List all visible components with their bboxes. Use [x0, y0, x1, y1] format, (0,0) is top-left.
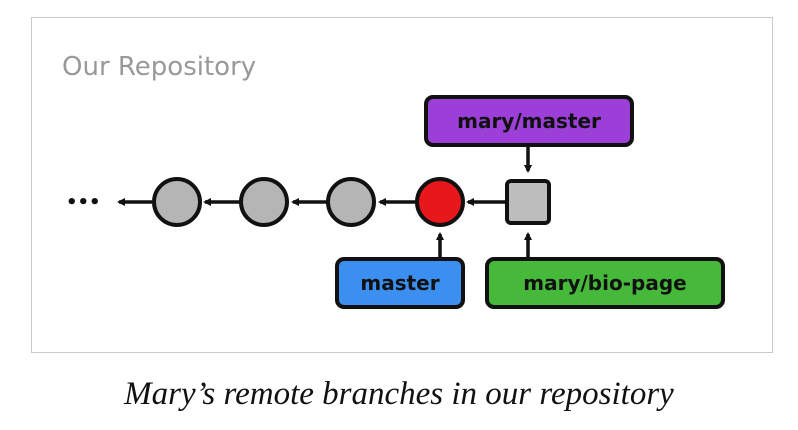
- mary-bio-page-branch-box: [485, 257, 725, 309]
- repository-diagram: Our Repository ••• mary/master master ma…: [62, 52, 725, 309]
- mary-master-branch-box: [424, 95, 634, 147]
- mary-bio-page-branch-label: mary/bio-page: [523, 271, 686, 295]
- repository-title: Our Repository: [62, 52, 256, 82]
- history-ellipsis: •••: [66, 192, 101, 213]
- mary-master-branch-label: mary/master: [457, 109, 601, 133]
- commit-node: [239, 177, 289, 227]
- commit-node: [326, 177, 376, 227]
- remote-commit-node: [505, 179, 551, 225]
- figure-caption: Mary’s remote branches in our repository: [124, 376, 674, 412]
- commit-node: [152, 177, 202, 227]
- master-branch-box: [335, 257, 465, 309]
- master-branch-label: master: [360, 271, 439, 295]
- current-commit-node: [415, 177, 465, 227]
